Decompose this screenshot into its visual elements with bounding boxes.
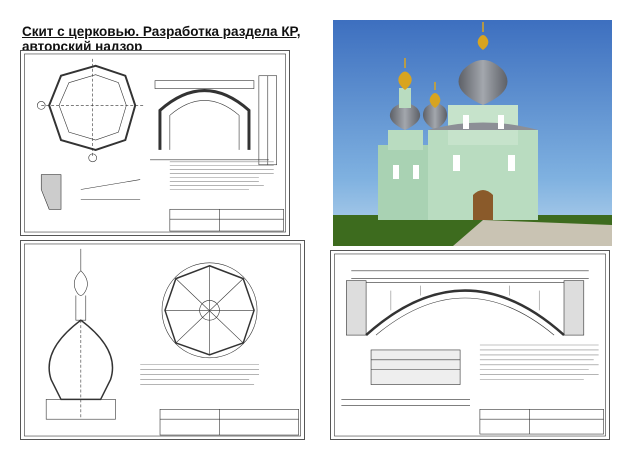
church-render — [333, 20, 612, 246]
title-line-1: Скит с церковью. Разработка раздела КР, — [22, 24, 301, 39]
drawing-dome-plan — [20, 50, 290, 236]
drawing-arch-reinforcement — [330, 250, 610, 440]
drawing-cupola — [20, 240, 305, 440]
